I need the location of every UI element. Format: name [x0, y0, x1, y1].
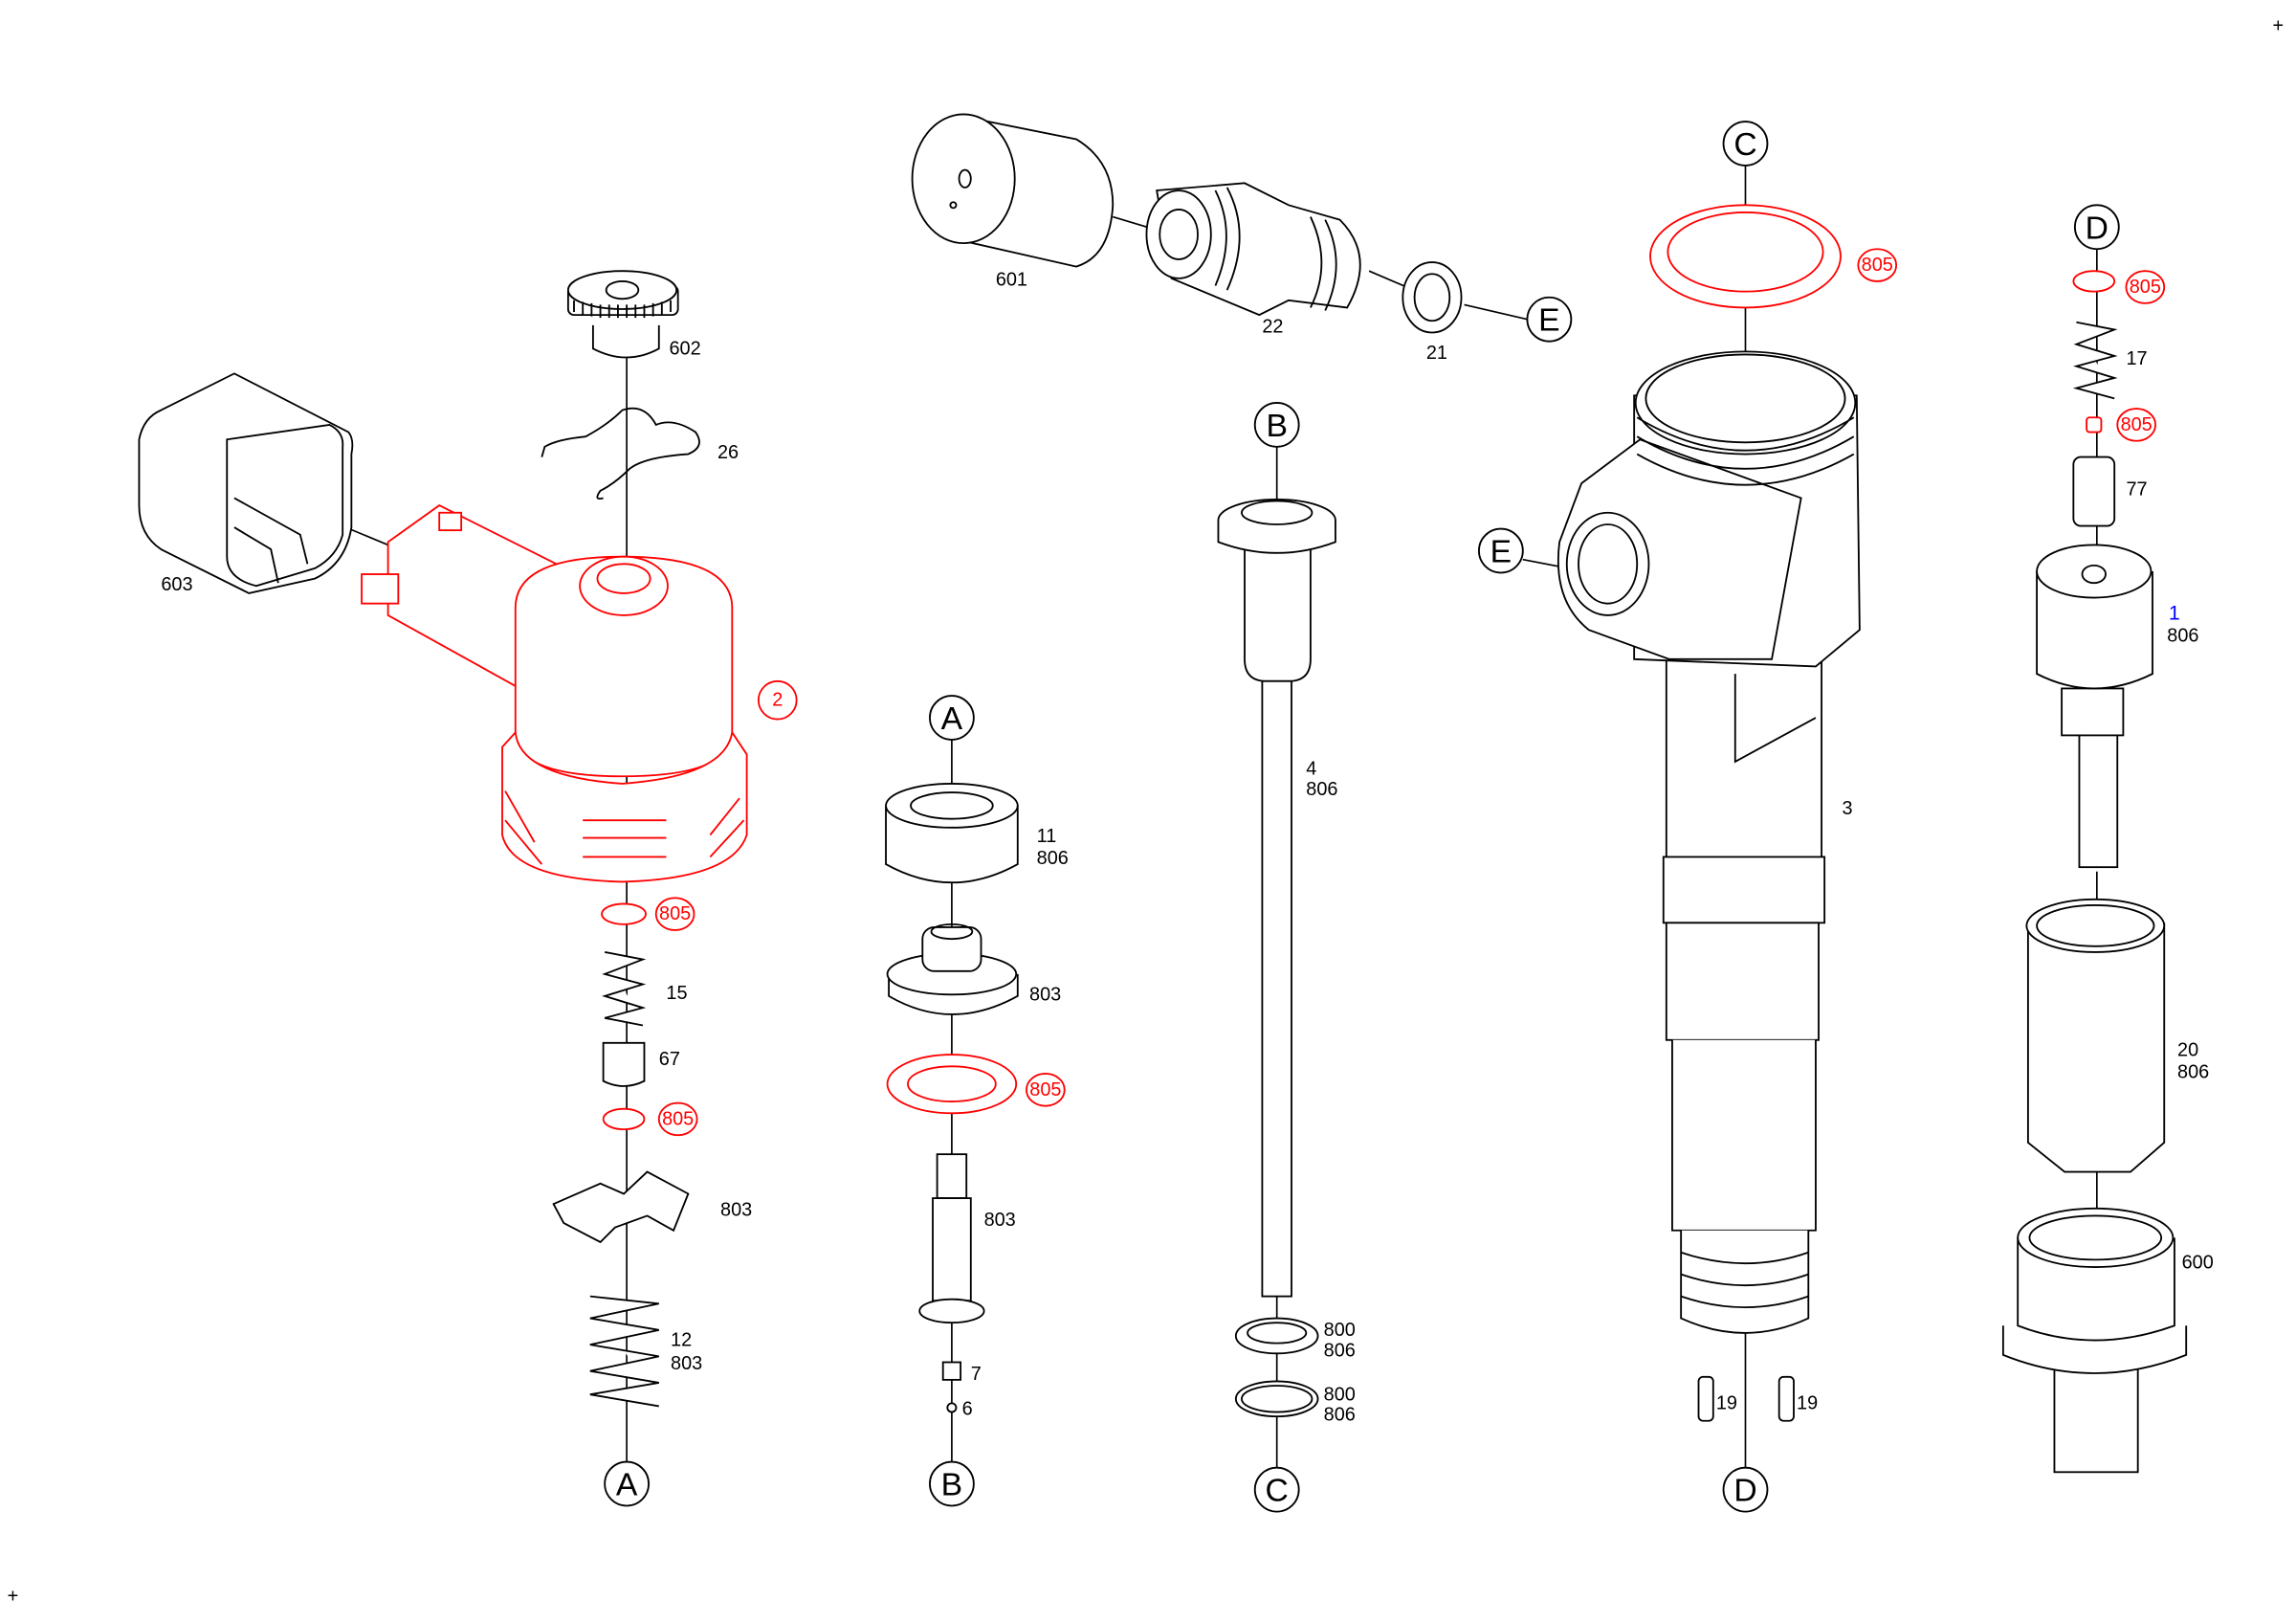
part-label-12: 12	[671, 1330, 692, 1351]
part-600-adapter[interactable]	[2001, 1207, 2188, 1474]
part-label-600: 600	[2182, 1253, 2214, 1274]
part-label-805: 805	[2121, 414, 2152, 435]
part-17-spring[interactable]	[2072, 321, 2118, 400]
part-label-800: 800	[1324, 1384, 1356, 1405]
part-22-fitting[interactable]	[1145, 182, 1361, 317]
part-21-washer[interactable]	[1402, 261, 1463, 334]
part-label-67: 67	[659, 1049, 680, 1070]
part-805-seal[interactable]	[601, 902, 647, 925]
part-label-803: 803	[720, 1199, 752, 1220]
part-number-labels: 603 602 26 15 67 803 12 803 11 806 803 8…	[161, 270, 2213, 1426]
part-601-cap[interactable]	[911, 113, 1115, 268]
part-label-20: 20	[2177, 1040, 2198, 1061]
part-803-armature[interactable]	[552, 1170, 690, 1244]
part-1-nozzle[interactable]	[2036, 544, 2153, 869]
part-label-77: 77	[2126, 478, 2147, 500]
part-4-valve-stem[interactable]	[1217, 499, 1336, 1298]
part-label-806: 806	[1324, 1340, 1356, 1361]
part-19-dowel-pin[interactable]	[1777, 1375, 1795, 1422]
part-label-1: 1	[2169, 601, 2180, 624]
part-805-shim[interactable]	[2072, 270, 2116, 293]
part-label-21: 21	[1426, 343, 1447, 364]
part-6-ball[interactable]	[946, 1402, 958, 1413]
part-label-4: 4	[1306, 759, 1316, 780]
part-label-2: 2	[772, 690, 783, 711]
part-label-806: 806	[2177, 1062, 2209, 1083]
part-label-602: 602	[669, 338, 700, 359]
part-label-601: 601	[996, 270, 1027, 291]
ref-d-top: D	[2086, 211, 2108, 246]
part-805-ring[interactable]	[602, 1107, 646, 1131]
part-label-17: 17	[2126, 348, 2147, 369]
part-label-803: 803	[984, 1210, 1016, 1231]
part-label-806: 806	[1037, 848, 1069, 869]
part-label-805: 805	[2130, 277, 2161, 298]
part-67-sleeve[interactable]	[602, 1041, 646, 1087]
part-label-11: 11	[1037, 826, 1057, 847]
callout-805-group: 805 805 805 805 805 805	[654, 248, 2166, 1137]
part-19-dowel-pin[interactable]	[1697, 1375, 1714, 1422]
ref-a-bottom: A	[616, 1468, 638, 1503]
ref-d-bottom: D	[1733, 1474, 1756, 1509]
part-805-seal-ring[interactable]	[886, 1054, 1018, 1115]
ref-e-body: E	[1490, 535, 1512, 570]
part-label-7: 7	[971, 1364, 982, 1385]
ref-b-bottom: B	[941, 1468, 962, 1503]
part-label-22: 22	[1262, 316, 1283, 337]
part-803-valve-piece[interactable]	[886, 923, 1019, 1015]
ref-c-top: C	[1733, 127, 1756, 163]
part-label-3: 3	[1843, 798, 1853, 819]
part-803-valve-pin[interactable]	[918, 1153, 985, 1324]
part-603-connector-cap[interactable]	[138, 372, 354, 594]
part-12-spring[interactable]	[589, 1295, 659, 1408]
part-label-803: 803	[671, 1353, 702, 1374]
part-label-803: 803	[1029, 984, 1061, 1005]
ref-b-top: B	[1266, 409, 1287, 444]
part-label-19: 19	[1716, 1392, 1737, 1413]
ref-e-right: E	[1538, 303, 1559, 339]
part-label-19: 19	[1797, 1392, 1818, 1413]
part-label-800: 800	[1324, 1320, 1356, 1341]
corner-mark: +	[8, 1587, 19, 1608]
part-label-6: 6	[962, 1399, 973, 1420]
part-800-seal[interactable]	[1234, 1380, 1319, 1418]
part-26-clip[interactable]	[541, 407, 700, 500]
part-label-806: 806	[2167, 625, 2198, 646]
part-label-603: 603	[161, 574, 192, 595]
part-7-pin[interactable]	[941, 1361, 961, 1381]
part-label-26: 26	[718, 442, 739, 463]
corner-mark: +	[2273, 16, 2285, 37]
ref-c-bottom: C	[1266, 1474, 1289, 1509]
part-20-nozzle-nut[interactable]	[2025, 898, 2166, 1173]
reference-markers: A A B B C C D D E E	[604, 121, 2120, 1513]
part-label-806: 806	[1306, 779, 1337, 800]
part-label-805: 805	[659, 903, 691, 924]
part-2-solenoid-valve[interactable]: 2	[361, 504, 798, 883]
part-15-spring[interactable]	[602, 951, 647, 1027]
part-label-805: 805	[1029, 1079, 1061, 1101]
ref-a-top: A	[941, 701, 963, 737]
part-label-805: 805	[1862, 255, 1893, 276]
part-label-15: 15	[666, 983, 687, 1004]
part-805-large-o-ring[interactable]	[1649, 204, 1842, 309]
part-800-shim[interactable]	[1234, 1317, 1319, 1355]
part-805-small-shim[interactable]	[2086, 416, 2103, 434]
part-602-knurled-cap[interactable]	[566, 270, 679, 359]
part-11-ring-nut[interactable]	[885, 782, 1019, 884]
part-3-injector-body[interactable]	[1556, 350, 1861, 1334]
part-label-805: 805	[662, 1108, 694, 1129]
part-77-spacer[interactable]	[2072, 456, 2116, 527]
part-label-806: 806	[1324, 1405, 1356, 1426]
